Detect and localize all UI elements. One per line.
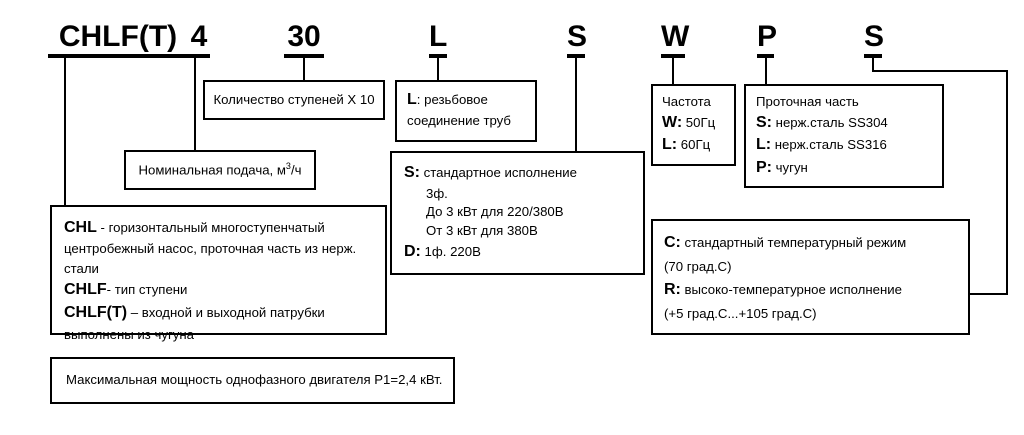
- box-material-item-l-key: L:: [756, 136, 772, 154]
- box-frequency-item-l: L: 60Гц: [662, 134, 725, 157]
- box-temperature-c-text: стандартный температурный режим: [680, 235, 907, 250]
- box-frequency: Частота W: 50Гц L: 60Гц: [651, 84, 736, 166]
- box-frequency-item-l-key: L:: [662, 136, 678, 154]
- box-material-item-l-text: нерж.сталь SS316: [771, 137, 887, 153]
- box-material-item-l: L: нерж.сталь SS316: [756, 134, 932, 157]
- code-char-connection: L: [429, 22, 447, 58]
- box-series-line4: CHLF- тип ступени: [64, 278, 373, 301]
- box-frequency-title: Частота: [662, 94, 711, 109]
- box-phase: S: стандартное исполнение 3ф. До 3 кВт д…: [390, 151, 645, 275]
- box-temperature: C: стандартный температурный режим (70 г…: [651, 219, 970, 335]
- box-series-line6: выполнены из чугуна: [64, 326, 194, 342]
- box-material-item-p-text: чугун: [772, 160, 808, 176]
- box-material: Проточная часть S: нерж.сталь SS304 L: н…: [744, 84, 944, 188]
- box-stages: Количество ступеней Х 10: [203, 80, 385, 120]
- box-series-line5: CHLF(T) – входной и выходной патрубки: [64, 301, 373, 324]
- box-series-line1: CHL - горизонтальный многоступенчатый: [64, 216, 373, 239]
- box-material-item-s-text: нерж.сталь SS304: [772, 114, 888, 130]
- code-char-frequency: W: [661, 22, 689, 58]
- box-temperature-r-text: высоко-температурное исполнение: [680, 282, 902, 298]
- box-phase-s-sub-2: До 3 кВт для 220/380В: [426, 204, 564, 220]
- box-connection-key: L: [407, 91, 417, 108]
- box-temperature-line2: (70 град.С): [664, 258, 732, 274]
- box-nominal-flow-text: Номинальная подача, м3/ч: [139, 160, 302, 180]
- box-series-chlf-text: - тип ступени: [106, 281, 188, 297]
- box-material-item-s: S: нерж.сталь SS304: [756, 112, 932, 135]
- box-temperature-r-key: R:: [664, 281, 681, 299]
- box-connection-line1: L: резьбовое: [407, 89, 525, 112]
- box-nominal-flow-suffix: /ч: [290, 162, 302, 178]
- box-nominal-flow-prefix: Номинальная подача, м: [138, 162, 286, 178]
- box-connection-key-colon: :: [416, 92, 421, 107]
- box-frequency-item-w-text: 50Гц: [682, 114, 716, 130]
- box-series-chl-text: - горизонтальный многоступенчатый: [96, 220, 325, 235]
- box-phase-s-text: стандартное исполнение: [420, 165, 577, 180]
- box-series-line2: центробежный насос, проточная часть из н…: [64, 241, 357, 257]
- box-connection-line2: соединение труб: [407, 112, 511, 128]
- code-char-series: CHLF(T): [48, 22, 188, 58]
- connector-stages: [303, 58, 305, 80]
- connector-series: [64, 58, 66, 205]
- connector-flow: [194, 58, 196, 150]
- box-phase-d-line: D: 1ф. 220В: [404, 241, 631, 264]
- box-connection-rest: резьбовое: [420, 92, 488, 107]
- box-max-power: Максимальная мощность однофазного двигат…: [50, 357, 455, 404]
- box-series-chlf-key: CHLF: [64, 280, 107, 298]
- code-char-stages: 30: [284, 22, 324, 58]
- box-material-item-p: P: чугун: [756, 157, 932, 180]
- box-stages-text: Количество ступеней Х 10: [213, 91, 375, 107]
- box-material-title: Проточная часть: [756, 94, 859, 109]
- connector-temperature-drop: [1006, 70, 1008, 295]
- box-connection: L: резьбовое соединение труб: [395, 80, 537, 142]
- box-temperature-line3: R: высоко-температурное исполнение: [664, 277, 957, 303]
- box-max-power-text: Максимальная мощность однофазного двигат…: [66, 372, 443, 388]
- box-material-item-s-key: S:: [756, 113, 772, 131]
- box-series-chlft-text: – входной и выходной патрубки: [127, 305, 325, 321]
- box-phase-d-key: D:: [404, 242, 421, 260]
- box-temperature-line4: (+5 град.С...+105 град.С): [664, 306, 817, 322]
- box-nominal-flow-exponent: 3: [285, 160, 291, 171]
- box-phase-s-sub-1: 3ф.: [426, 185, 448, 201]
- box-frequency-item-w: W: 50Гц: [662, 112, 725, 135]
- box-phase-s-sub-3: От 3 кВт для 380В: [426, 223, 538, 239]
- box-material-item-p-key: P:: [756, 159, 772, 177]
- box-phase-s-key: S:: [404, 164, 420, 181]
- connector-connection: [437, 58, 439, 80]
- code-char-phase: S: [567, 22, 587, 58]
- box-series-chlft-key: CHLF(T): [64, 304, 128, 322]
- box-frequency-item-w-key: W:: [662, 113, 683, 131]
- connector-temperature-horizontal: [872, 70, 1008, 72]
- connector-phase: [575, 58, 577, 151]
- code-char-flow: 4: [188, 22, 210, 58]
- box-series-line3: стали: [64, 260, 99, 276]
- connector-material: [765, 58, 767, 84]
- box-phase-d-text: 1ф. 220В: [420, 243, 481, 259]
- code-char-material: P: [757, 22, 777, 58]
- box-series-chl-key: CHL: [64, 219, 97, 236]
- box-frequency-item-l-text: 60Гц: [677, 137, 711, 153]
- box-series-description: CHL - горизонтальный многоступенчатый це…: [50, 205, 387, 342]
- box-temperature-line1: C: стандартный температурный режим: [664, 230, 957, 256]
- code-char-temperature: S: [864, 22, 884, 58]
- connector-temperature-join: [970, 293, 1008, 295]
- box-nominal-flow: Номинальная подача, м3/ч: [124, 150, 316, 190]
- box-phase-s-line: S: стандартное исполнение: [404, 162, 631, 185]
- connector-frequency: [672, 58, 674, 84]
- box-temperature-c-key: C:: [664, 234, 681, 251]
- connector-temperature-stub: [872, 58, 874, 72]
